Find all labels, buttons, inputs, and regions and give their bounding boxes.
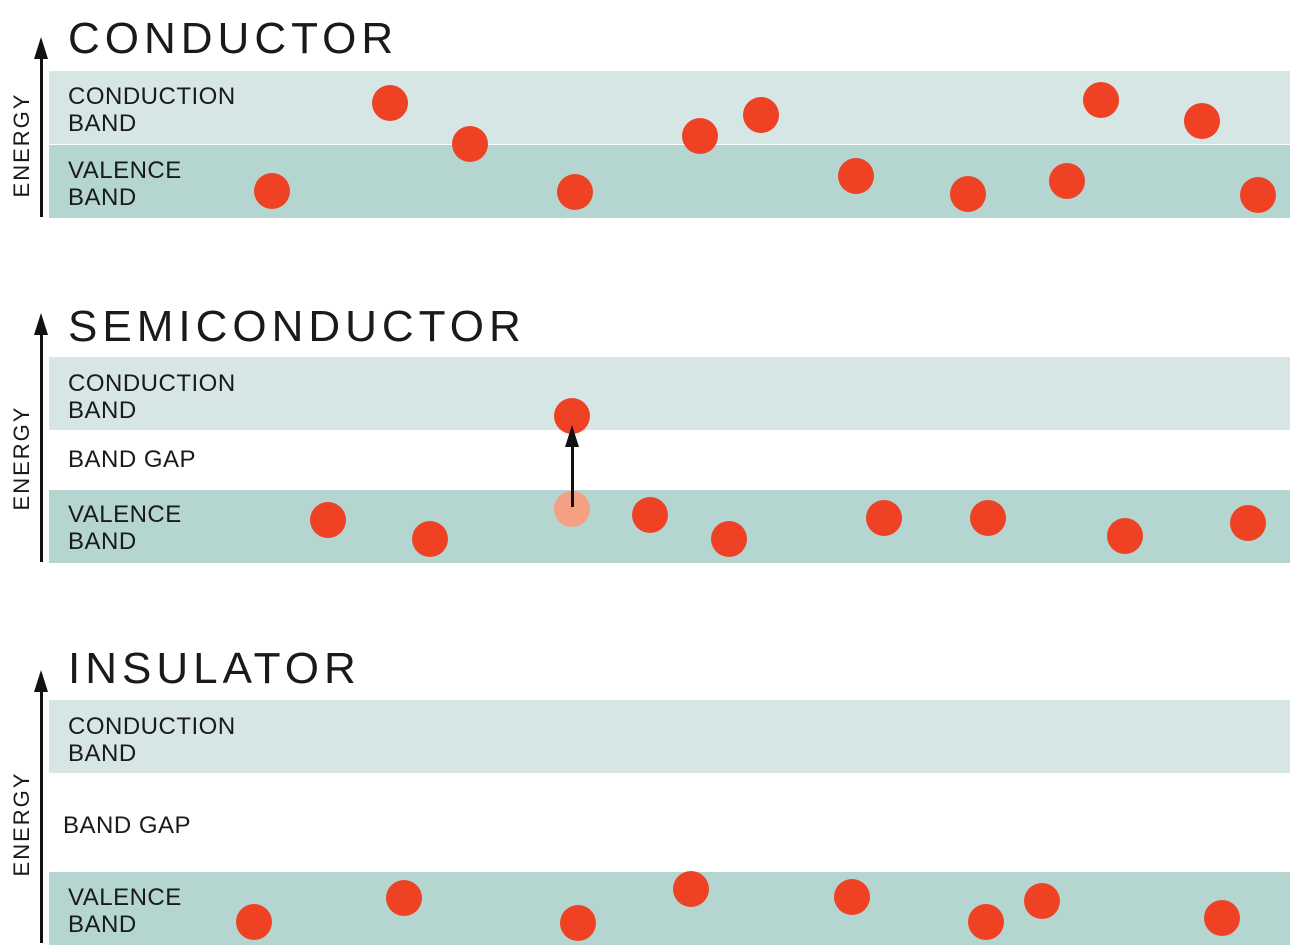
- electron-icon: [1107, 518, 1143, 554]
- panel-title: SEMICONDUCTOR: [68, 302, 526, 351]
- energy-axis: [40, 333, 43, 562]
- energy-axis: [40, 690, 43, 943]
- electron-icon: [1184, 103, 1220, 139]
- electron-icon: [412, 521, 448, 557]
- energy-axis-label: ENERGY: [9, 771, 34, 877]
- energy-arrow-head-icon: [34, 313, 48, 335]
- electron-icon: [386, 880, 422, 916]
- electron-icon: [950, 176, 986, 212]
- electron-icon: [834, 879, 870, 915]
- energy-axis-label: ENERGY: [9, 405, 34, 511]
- conduction-band: [49, 700, 1290, 773]
- energy-axis-label: ENERGY: [9, 92, 34, 198]
- conduction-band: [49, 71, 1290, 144]
- valence-band-label: VALENCE BAND: [68, 157, 182, 211]
- band-gap-label: BAND GAP: [63, 812, 192, 839]
- panel-title: INSULATOR: [68, 644, 361, 693]
- electron-icon: [254, 173, 290, 209]
- conduction-band: [49, 357, 1290, 430]
- electron-icon: [968, 904, 1004, 940]
- valence-band-label: VALENCE BAND: [68, 501, 182, 555]
- electron-icon: [743, 97, 779, 133]
- electron-icon: [838, 158, 874, 194]
- electron-icon: [1024, 883, 1060, 919]
- electron-icon: [1204, 900, 1240, 936]
- band-gap-label: BAND GAP: [68, 446, 197, 473]
- electron-icon: [1240, 177, 1276, 213]
- valence-band: [49, 490, 1290, 563]
- valence-band: [49, 872, 1290, 945]
- electron-icon: [1230, 505, 1266, 541]
- energy-arrow-head-icon: [34, 37, 48, 59]
- electron-icon: [1083, 82, 1119, 118]
- electron-icon: [866, 500, 902, 536]
- electron-icon: [970, 500, 1006, 536]
- valence-band: [49, 145, 1290, 218]
- electron-icon: [236, 904, 272, 940]
- conduction-band-label: CONDUCTION BAND: [68, 83, 236, 137]
- electron-icon: [372, 85, 408, 121]
- excitation-arrow-head-icon: [565, 425, 579, 447]
- electron-icon: [452, 126, 488, 162]
- electron-icon: [560, 905, 596, 941]
- electron-icon: [310, 502, 346, 538]
- panel-title: CONDUCTOR: [68, 14, 399, 63]
- conduction-band-label: CONDUCTION BAND: [68, 370, 236, 424]
- valence-band-label: VALENCE BAND: [68, 884, 182, 938]
- energy-arrow-head-icon: [34, 670, 48, 692]
- conduction-band-label: CONDUCTION BAND: [68, 713, 236, 767]
- electron-icon: [673, 871, 709, 907]
- electron-icon: [557, 174, 593, 210]
- electron-icon: [632, 497, 668, 533]
- electron-icon: [711, 521, 747, 557]
- electron-icon: [682, 118, 718, 154]
- energy-axis: [40, 57, 43, 217]
- electron-icon: [1049, 163, 1085, 199]
- excitation-arrow: [571, 447, 574, 507]
